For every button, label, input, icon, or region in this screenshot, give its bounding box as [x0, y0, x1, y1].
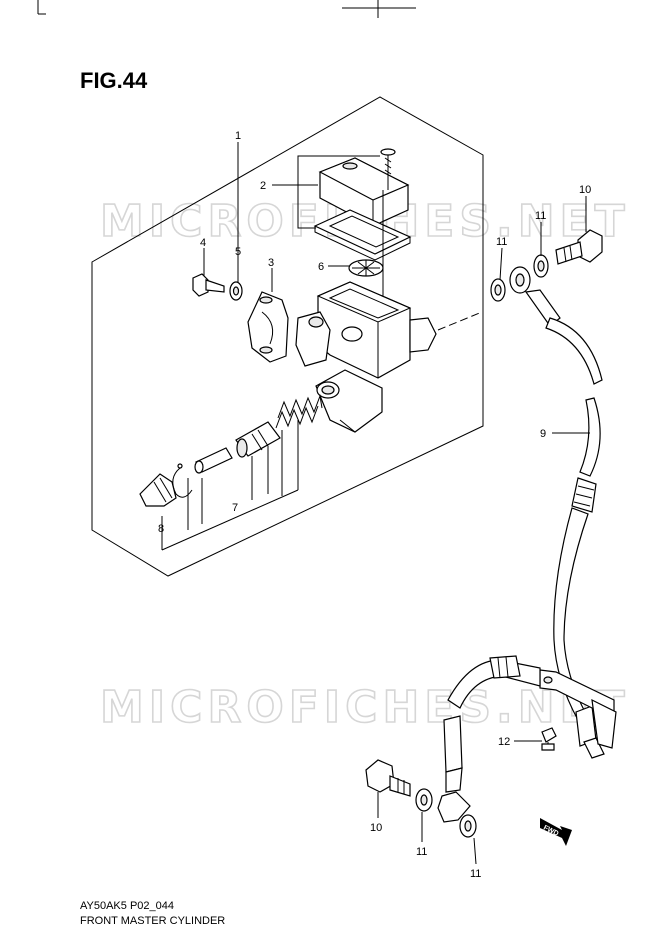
reservoir-cap — [318, 157, 410, 227]
diaphragm — [348, 259, 384, 277]
model-code: AY50AK5 P02_044 — [80, 900, 174, 912]
callout-numbers: 1 2 3 4 5 6 7 8 9 10 11 11 12 10 11 11 — [158, 130, 591, 880]
bracket-bolt — [541, 727, 557, 751]
callout-1: 1 — [235, 130, 241, 142]
callout-11-lower-right: 11 — [470, 868, 481, 880]
callout-11-lower-left: 11 — [416, 846, 427, 858]
washer-lower-right — [459, 814, 477, 838]
watermark-bottom: MICROFICHES.NET — [100, 682, 630, 733]
callout-4: 4 — [200, 237, 206, 249]
callout-10-lower: 10 — [370, 822, 382, 834]
fwd-label: FWD — [542, 825, 559, 838]
banjo-bolt-upper — [555, 229, 603, 265]
crop-marks — [37, 0, 416, 18]
callout-6: 6 — [318, 261, 324, 273]
callout-7: 7 — [232, 502, 238, 514]
callout-10-upper: 10 — [579, 184, 591, 196]
callout-5: 5 — [235, 246, 241, 258]
washer-upper-left — [490, 278, 506, 302]
banjo-bolt-lower — [365, 759, 411, 797]
figure-title: FIG.44 — [80, 68, 148, 93]
callout-3: 3 — [268, 257, 274, 269]
callout-11-upper-left: 11 — [496, 236, 507, 248]
washer-upper-right — [533, 254, 549, 278]
callout-9: 9 — [540, 428, 546, 440]
fwd-arrow-icon: FWD — [540, 818, 572, 846]
piston — [235, 421, 281, 458]
callout-2: 2 — [260, 180, 266, 192]
washer-lower-left — [415, 788, 433, 812]
leader-lines — [203, 142, 590, 865]
assembly-frame — [91, 96, 484, 577]
gasket-plate — [313, 190, 412, 320]
clamp-washer — [229, 281, 243, 301]
clamp-bolt — [192, 273, 225, 297]
dust-boot — [139, 473, 177, 507]
callout-bracket-7-8 — [161, 420, 299, 551]
callout-8: 8 — [158, 523, 164, 535]
callout-11-upper-right: 11 — [535, 210, 546, 222]
piston-spring — [275, 394, 323, 429]
piston-rod — [194, 447, 233, 474]
circlip — [172, 463, 193, 498]
hose-banjo-fitting — [509, 266, 561, 327]
section-title: FRONT MASTER CYLINDER — [80, 915, 226, 927]
hose-clamp-bracket — [539, 669, 617, 749]
callout-12: 12 — [498, 736, 510, 748]
handlebar-clamp — [247, 291, 289, 363]
lower-hose — [437, 655, 541, 823]
brake-hose — [545, 317, 605, 759]
axis-line — [437, 311, 483, 331]
cap-screw — [380, 148, 396, 190]
master-cylinder-body — [295, 281, 437, 433]
